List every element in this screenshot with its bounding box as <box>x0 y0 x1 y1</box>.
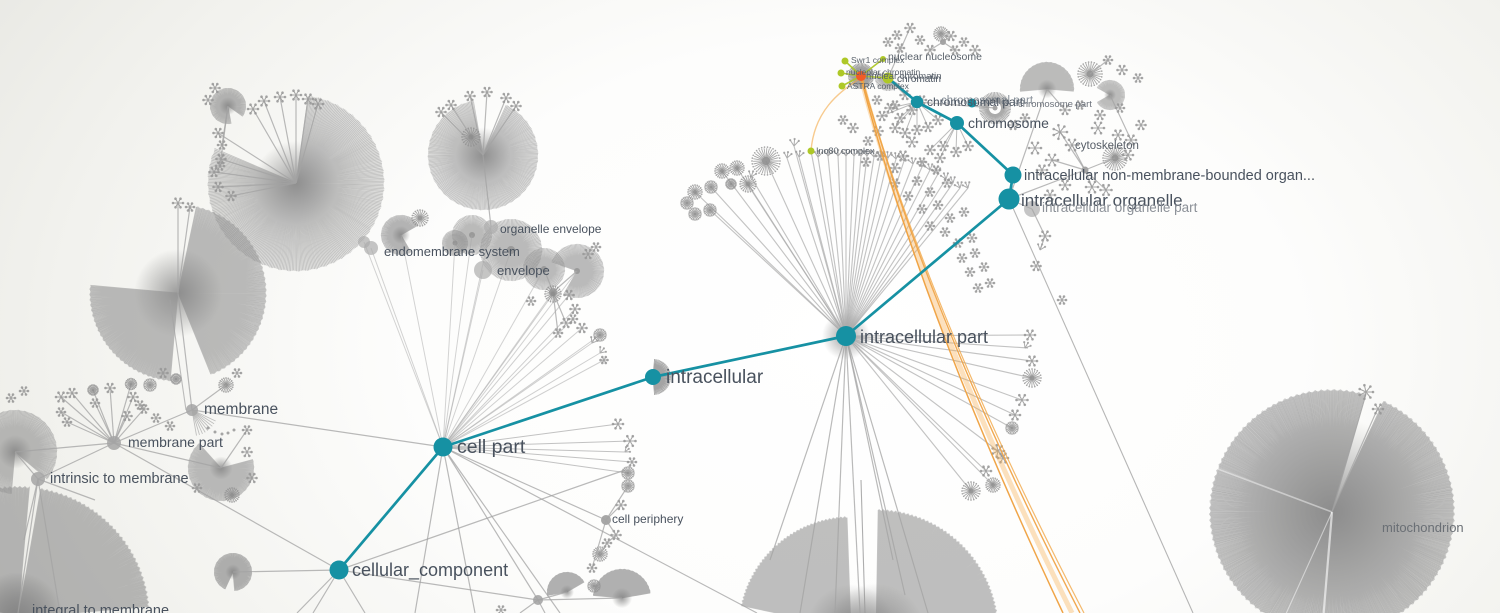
svg-text:membrane: membrane <box>204 401 278 418</box>
svg-text:intracellular: intracellular <box>666 367 764 388</box>
svg-text:intracellular part: intracellular part <box>860 327 988 347</box>
svg-text:intracellular organelle: intracellular organelle <box>1021 191 1183 210</box>
svg-text:nuclear chromatin: nuclear chromatin <box>866 71 942 82</box>
svg-text:intracellular non-membrane-bou: intracellular non-membrane-bounded organ… <box>1024 168 1315 184</box>
svg-text:membrane part: membrane part <box>128 434 223 450</box>
svg-text:organelle envelope: organelle envelope <box>500 222 602 236</box>
svg-text:nucleolar chromatin: nucleolar chromatin <box>846 67 920 77</box>
svg-text:nuclear nucleosome: nuclear nucleosome <box>888 51 982 63</box>
svg-text:intracellular organelle part: intracellular organelle part <box>1042 200 1198 215</box>
svg-text:cellular_component: cellular_component <box>352 560 508 581</box>
svg-text:cell periphery: cell periphery <box>612 512 683 526</box>
svg-text:cytoskeleton: cytoskeleton <box>1075 140 1139 152</box>
svg-text:Swr1 complex: Swr1 complex <box>851 55 905 65</box>
svg-text:mitochondrion: mitochondrion <box>1382 520 1464 535</box>
svg-text:intrinsic to membrane: intrinsic to membrane <box>50 471 189 487</box>
svg-text:chromatin: chromatin <box>897 74 941 85</box>
svg-text:endomembrane system: endomembrane system <box>384 244 520 259</box>
svg-text:integral to membrane: integral to membrane <box>32 603 169 613</box>
svg-text:chromosomal part: chromosomal part <box>941 95 1034 107</box>
svg-text:ASTRA complex: ASTRA complex <box>847 81 910 91</box>
svg-text:chromosome part: chromosome part <box>1018 99 1092 110</box>
svg-text:chromosome: chromosome <box>968 115 1049 131</box>
svg-text:chromosomal part: chromosomal part <box>927 95 1024 109</box>
svg-text:envelope: envelope <box>497 263 550 278</box>
svg-text:Ino80 complex: Ino80 complex <box>816 146 875 156</box>
svg-text:cell part: cell part <box>457 436 526 458</box>
